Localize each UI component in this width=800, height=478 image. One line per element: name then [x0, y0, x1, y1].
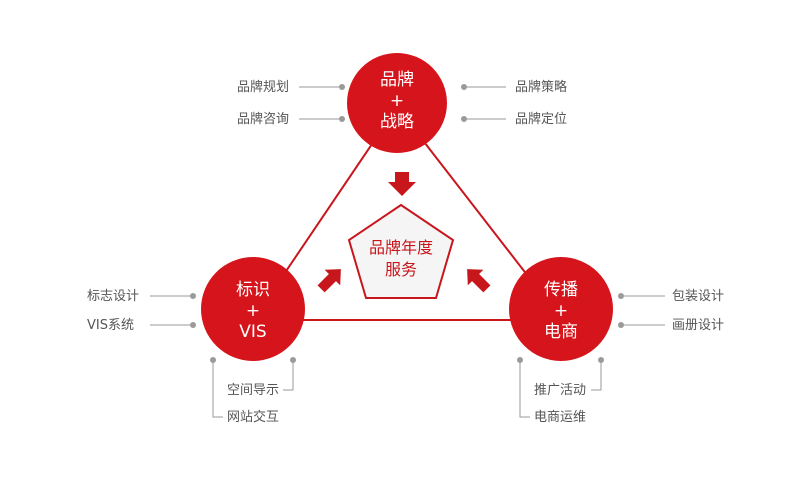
connector-dot: [618, 293, 624, 299]
center-pentagon: [347, 203, 455, 299]
connector-dot: [461, 116, 467, 122]
label-promotion-events: 推广活动: [534, 383, 586, 398]
connector-dot: [210, 357, 216, 363]
node-ecommerce-line-3: 电商: [544, 322, 578, 342]
node-vis-line-1: 标识: [236, 280, 270, 300]
connector-dot: [339, 84, 345, 90]
label-brand-positioning: 品牌定位: [515, 111, 567, 127]
label-web-interaction: 网站交互: [227, 409, 279, 425]
arrow-right-icon: [467, 269, 491, 293]
connector-line: [591, 363, 602, 391]
node-vis-line-2: +: [246, 301, 260, 321]
node-strategy-line-3: 战略: [380, 112, 414, 132]
label-logo-design: 标志设计: [87, 289, 139, 304]
label-brochure-design: 画册设计: [672, 318, 724, 333]
connector-dot: [290, 357, 296, 363]
node-ecommerce-line-1: 传播: [544, 280, 578, 300]
connector-line: [519, 363, 530, 418]
node-strategy-line-1: 品牌: [380, 70, 414, 90]
label-brand-consulting: 品牌咨询: [237, 111, 289, 127]
node-ecommerce-line-2: +: [554, 301, 568, 321]
triangle-outline: [251, 105, 565, 321]
connector-line: [212, 363, 223, 418]
arrow-top-icon: [388, 172, 416, 196]
center-line-1: 品牌年度: [369, 238, 433, 257]
label-brand-planning: 品牌规划: [237, 79, 289, 95]
connector-dot: [190, 322, 196, 328]
label-packaging-design: 包装设计: [672, 289, 724, 304]
label-brand-strategy: 品牌策略: [515, 79, 567, 95]
label-vis-system: VIS系统: [87, 318, 134, 333]
node-strategy-circle: [347, 53, 447, 153]
node-vis-line-3: VIS: [239, 322, 266, 342]
connector-dot: [190, 293, 196, 299]
node-ecommerce-circle: [509, 257, 613, 361]
arrow-left-icon: [317, 269, 341, 293]
connector-dot: [461, 84, 467, 90]
connector-line: [283, 363, 294, 391]
node-vis-circle: [201, 257, 305, 361]
connector-dot: [339, 116, 345, 122]
node-strategy-line-2: +: [390, 91, 404, 111]
connector-dot: [598, 357, 604, 363]
connector-dot: [618, 322, 624, 328]
connector-dot: [517, 357, 523, 363]
center-line-2: 服务: [385, 260, 417, 279]
label-space-signage: 空间导示: [227, 383, 279, 398]
label-ecommerce-operations: 电商运维: [534, 410, 586, 425]
